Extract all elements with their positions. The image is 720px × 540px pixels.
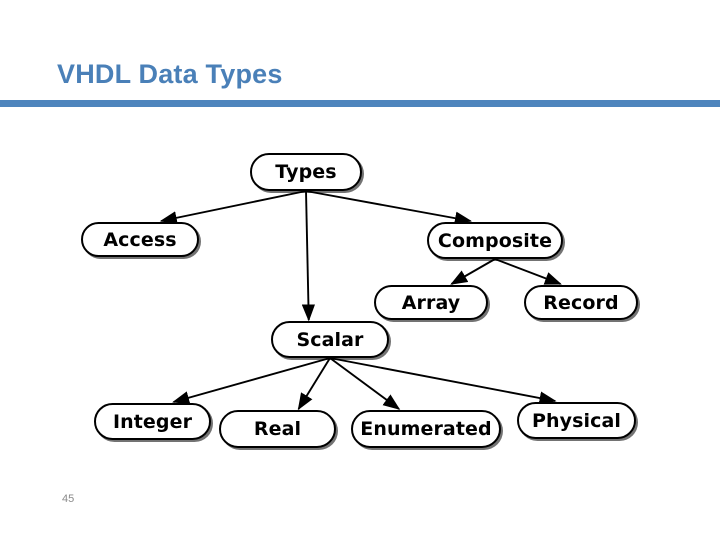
node-physical: Physical [517, 402, 636, 439]
node-access: Access [81, 222, 199, 257]
node-label: Array [401, 291, 461, 314]
edge-composite-to-record [494, 258, 562, 285]
diagram-edges [159, 190, 562, 411]
node-label: Record [543, 291, 619, 314]
node-record: Record [524, 285, 638, 320]
node-integer: Integer [94, 403, 211, 440]
edge-composite-to-array [450, 258, 496, 285]
edge-types-to-scalar [301, 190, 316, 322]
node-label: Physical [531, 409, 622, 432]
page-number: 45 [62, 493, 75, 505]
node-types: Types [250, 153, 362, 191]
edge-scalar-to-enumerated [329, 357, 401, 410]
node-enumerated: Enumerated [351, 410, 501, 448]
edge-types-to-composite [305, 190, 473, 225]
title-divider-rule [0, 100, 720, 107]
edge-scalar-to-real [297, 357, 331, 411]
page-title: VHDL Data Types [57, 59, 283, 90]
node-label: Composite [437, 229, 553, 252]
node-label: Access [103, 228, 177, 251]
edge-types-to-access [159, 190, 307, 225]
node-array: Array [374, 285, 488, 320]
edge-scalar-to-physical [329, 357, 557, 405]
node-scalar: Scalar [271, 321, 389, 358]
edge-scalar-to-integer [172, 357, 331, 405]
node-composite: Composite [427, 222, 563, 259]
node-label: Integer [112, 410, 193, 433]
node-label: Real [253, 418, 302, 440]
node-label: Scalar [296, 328, 364, 351]
node-label: Enumerated [360, 418, 492, 440]
node-label: Types [275, 161, 337, 183]
node-real: Real [219, 410, 336, 448]
